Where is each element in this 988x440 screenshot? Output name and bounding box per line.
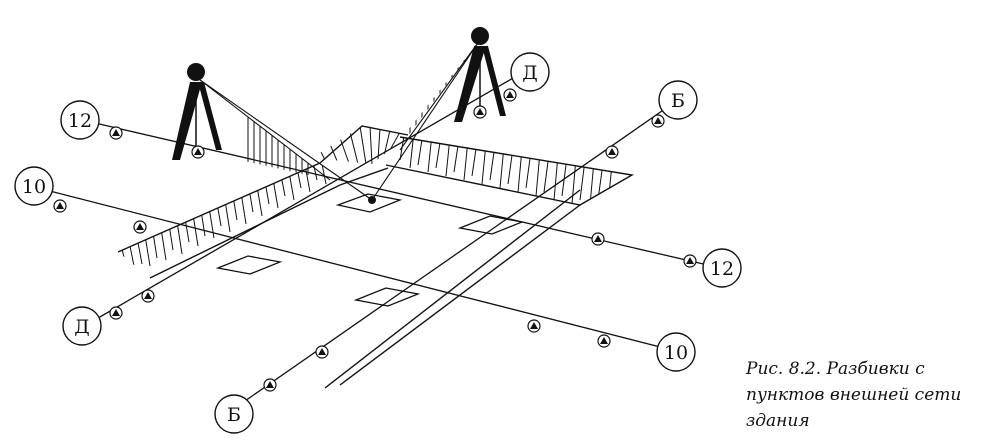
trench-hatching-left (119, 163, 327, 267)
survey-point-icon (651, 114, 665, 128)
survey-point-icon (605, 145, 619, 159)
theodolite-left (172, 63, 222, 160)
survey-point-icon (591, 232, 605, 246)
axis-bubble-10-left: 10 (14, 166, 54, 206)
axis-label: Б (227, 404, 241, 426)
caption-line-3: здания (746, 411, 810, 431)
caption-line-1: Рис. 8.2. Разбивки с (746, 359, 925, 379)
axis-line-b (231, 103, 673, 411)
survey-point-icon (133, 220, 147, 234)
survey-point-icon (473, 105, 487, 119)
survey-point-icon (683, 254, 697, 268)
axis-label: 10 (22, 176, 46, 198)
axis-label: Д (74, 316, 89, 338)
theodolite-right (454, 27, 506, 122)
survey-point-icon (109, 306, 123, 320)
survey-point-icon (597, 334, 611, 348)
axis-line-d (85, 73, 521, 326)
survey-point-icon (368, 196, 376, 204)
survey-point-icon (191, 145, 205, 159)
footing-2 (457, 215, 525, 235)
survey-point-icon (503, 88, 517, 102)
sight-hatching-1 (247, 100, 309, 178)
axis-label: 10 (664, 342, 688, 364)
theodolite-head-icon (187, 63, 205, 81)
axis-label: Б (671, 90, 685, 112)
axis-bubble-12-left: 12 (60, 100, 100, 140)
axis-bubble-b-top: Б (658, 80, 698, 120)
footing-3 (215, 255, 283, 275)
axis-bubble-12-right: 12 (702, 248, 742, 288)
survey-point-icon (141, 289, 155, 303)
ramp-hatching (319, 126, 401, 164)
axis-label: Д (522, 62, 537, 84)
caption-line-2: пунктов внешней сети (746, 385, 962, 405)
axis-line-10 (37, 187, 673, 351)
axis-bubble-10-right: 10 (656, 332, 696, 372)
axis-lines (37, 73, 713, 411)
building-outline (117, 125, 635, 389)
survey-point-icon (527, 319, 541, 333)
survey-point-icon (53, 199, 67, 213)
footing-1 (335, 193, 403, 213)
axis-bubble-b-bottom: Б (214, 394, 254, 434)
axis-line-12 (81, 119, 713, 267)
survey-point-icon (263, 378, 277, 392)
axis-bubble-d-top: Д (510, 52, 550, 92)
axis-label: 12 (710, 258, 734, 280)
footing-4 (353, 287, 421, 307)
figure-caption: Рис. 8.2. Разбивки с пунктов внешней сет… (746, 356, 982, 434)
theodolite-head-icon (471, 27, 489, 45)
survey-points (53, 88, 697, 392)
survey-point-icon (109, 126, 123, 140)
survey-point-icon (315, 345, 329, 359)
axis-label: 12 (68, 110, 92, 132)
axis-bubble-d-bottom: Д (62, 306, 102, 346)
